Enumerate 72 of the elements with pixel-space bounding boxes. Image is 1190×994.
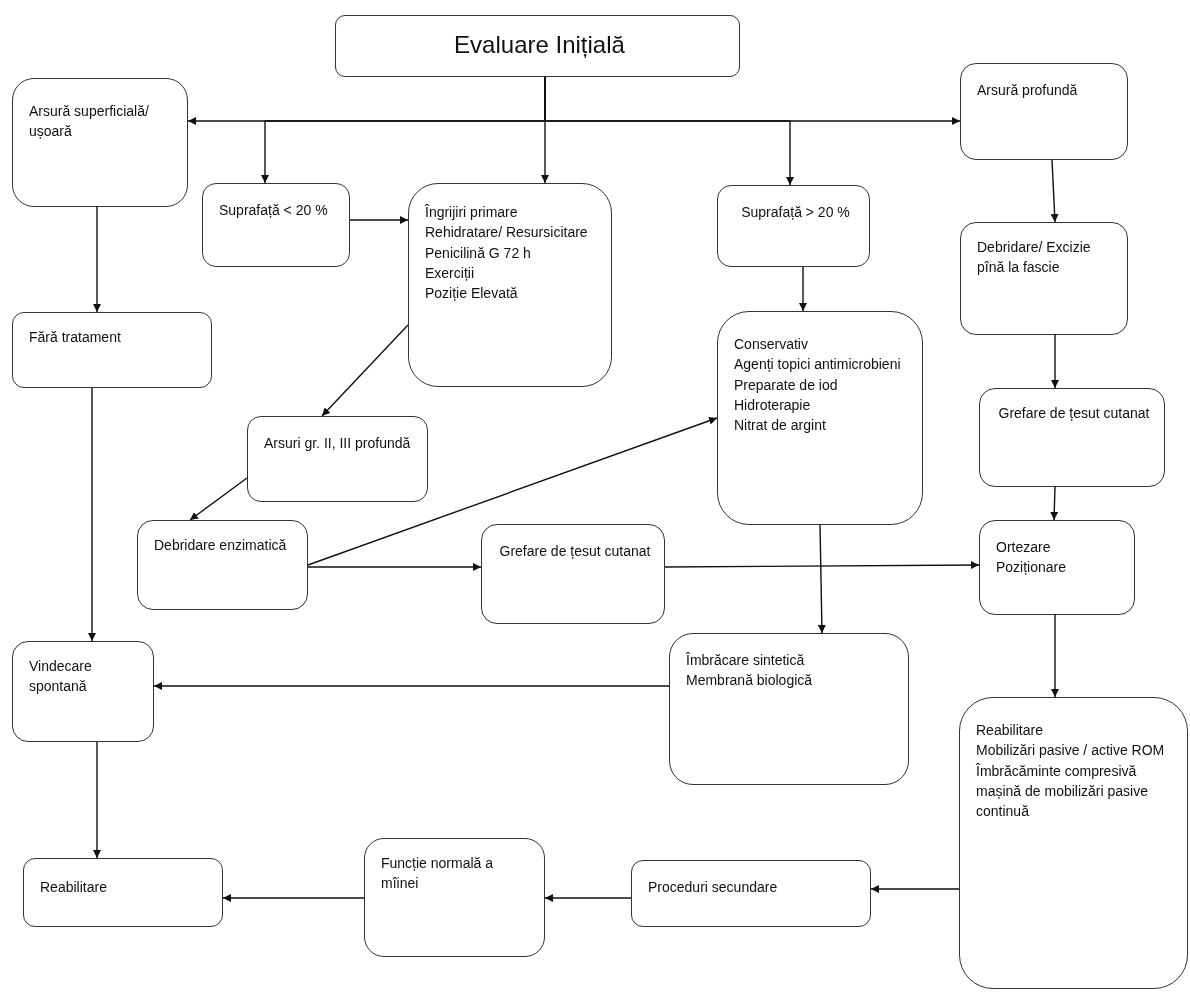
node-text: Grefare de țesut cutanat <box>498 542 652 561</box>
title-box <box>335 15 740 77</box>
arrow <box>349 216 409 224</box>
node-text: Suprafață < 20 % <box>219 201 329 220</box>
node-text: Arsură superficială/ ușoară <box>29 102 150 142</box>
node-text: Penicilină G 72 h <box>425 243 532 263</box>
process-box <box>408 183 612 387</box>
arrow <box>870 885 960 893</box>
arrow <box>544 894 632 902</box>
process-box <box>364 838 545 957</box>
node-text: Îngrijiri primare <box>425 203 519 222</box>
arrow <box>799 266 807 312</box>
arrow <box>307 563 482 571</box>
node-text: Suprafață > 20 % <box>740 203 851 222</box>
node-text: Fără tratament <box>29 328 122 347</box>
process-box <box>202 183 350 267</box>
process-box <box>631 860 871 927</box>
node-text: Îmbrăcăminte compresivă <box>976 761 1138 781</box>
arrow <box>88 387 96 642</box>
node-text: Poziție Elevată <box>425 284 519 304</box>
process-box <box>12 312 212 388</box>
process-box <box>960 222 1128 335</box>
process-box <box>979 388 1165 487</box>
process-box <box>717 185 870 267</box>
node-text: Reabilitare <box>976 721 1044 740</box>
node-text: Arsură profundă <box>977 81 1079 100</box>
process-box <box>137 520 308 610</box>
arrow <box>93 741 101 859</box>
process-box <box>23 858 223 927</box>
node-text: Îmbrăcare sintetică <box>686 651 806 670</box>
arrow <box>1051 334 1059 389</box>
process-box <box>12 78 188 207</box>
arrow <box>321 324 409 417</box>
process-box <box>481 524 665 624</box>
node-text: Hidroterapie <box>734 395 812 415</box>
arrow <box>153 682 670 690</box>
node-text: Vindecare spontană <box>29 657 93 697</box>
process-box <box>960 63 1128 160</box>
arrow <box>307 416 718 566</box>
arrow <box>222 894 365 902</box>
node-text: Membrană biologică <box>686 671 814 691</box>
node-text: Mobilizări pasive / active ROM <box>976 741 1166 761</box>
arrow <box>817 524 826 634</box>
node-text: Evaluare Inițială <box>453 30 626 60</box>
node-text: Proceduri secundare <box>648 878 779 897</box>
process-box <box>959 697 1188 989</box>
node-text: Poziționare <box>996 558 1068 578</box>
process-box <box>717 311 923 525</box>
node-text: Debridare enzimatică <box>154 536 288 555</box>
node-text: Conservativ <box>734 335 809 354</box>
arrow <box>189 477 248 521</box>
node-text: Reabilitare <box>40 878 108 897</box>
node-text: Nitrat de argint <box>734 416 827 436</box>
arrow <box>1050 159 1059 223</box>
node-text: Rehidratare/ Resursicitare <box>425 223 589 243</box>
arrow <box>1051 614 1059 698</box>
process-box <box>247 416 428 502</box>
arrow <box>664 561 980 570</box>
node-text: Exerciții <box>425 263 475 283</box>
node-text: mașină de mobilizări pasive continuă <box>976 781 1149 822</box>
process-box <box>669 633 909 785</box>
process-box <box>979 520 1135 615</box>
node-text: Debridare/ Excizie pînă la fascie <box>977 238 1092 278</box>
node-text: Funcție normală a mîinei <box>381 854 495 894</box>
node-text: Grefare de țesut cutanat <box>997 404 1151 423</box>
arrow <box>1050 486 1059 521</box>
node-text: Arsuri gr. II, III profundă <box>264 434 412 453</box>
node-text: Agenți topici antimicrobieni <box>734 355 902 375</box>
node-text: Ortezare <box>996 538 1052 557</box>
process-box <box>12 641 154 742</box>
node-text: Preparate de iod <box>734 375 839 395</box>
arrow <box>93 206 101 313</box>
